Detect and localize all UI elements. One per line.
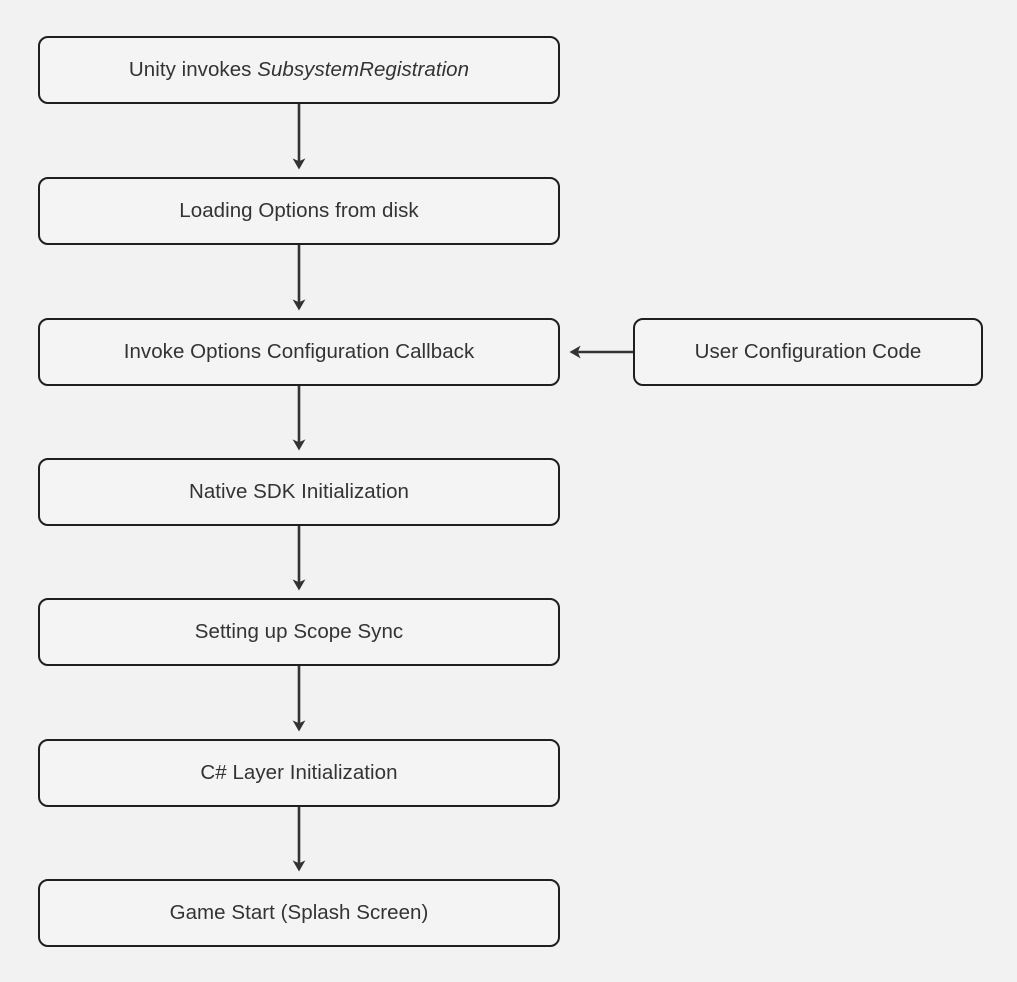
flow-node-invoke-options-configuration-callback[interactable]: Invoke Options Configuration Callback — [38, 318, 560, 386]
flow-node-label: Loading Options from disk — [179, 198, 419, 222]
flow-node-label: Setting up Scope Sync — [194, 619, 404, 643]
flow-node-label: Unity invokes SubsystemRegistration — [129, 58, 469, 83]
flow-node-loading-options-from-disk[interactable]: Loading Options from disk — [38, 177, 560, 245]
flow-node-label-emphasis: SubsystemRegistration — [257, 57, 470, 81]
flow-node-user-configuration-code[interactable]: User Configuration Code — [633, 318, 983, 386]
flow-node-label-plain: Unity invokes — [128, 57, 258, 81]
flow-node-label: User Configuration Code — [694, 339, 922, 363]
flow-node-native-sdk-initialization[interactable]: Native SDK Initialization — [38, 458, 560, 526]
flow-node-label: Native SDK Initialization — [188, 479, 409, 503]
flow-node-game-start-splash-screen[interactable]: Game Start (Splash Screen) — [38, 879, 560, 947]
flow-node-csharp-layer-initialization[interactable]: C# Layer Initialization — [38, 739, 560, 807]
flow-node-label: C# Layer Initialization — [200, 760, 398, 784]
flow-node-unity-invokes-subsystemregistration[interactable]: Unity invokes SubsystemRegistration — [38, 36, 560, 104]
flow-node-setting-up-scope-sync[interactable]: Setting up Scope Sync — [38, 598, 560, 666]
flow-node-label: Game Start (Splash Screen) — [169, 900, 429, 924]
flow-node-label: Invoke Options Configuration Callback — [123, 339, 475, 363]
